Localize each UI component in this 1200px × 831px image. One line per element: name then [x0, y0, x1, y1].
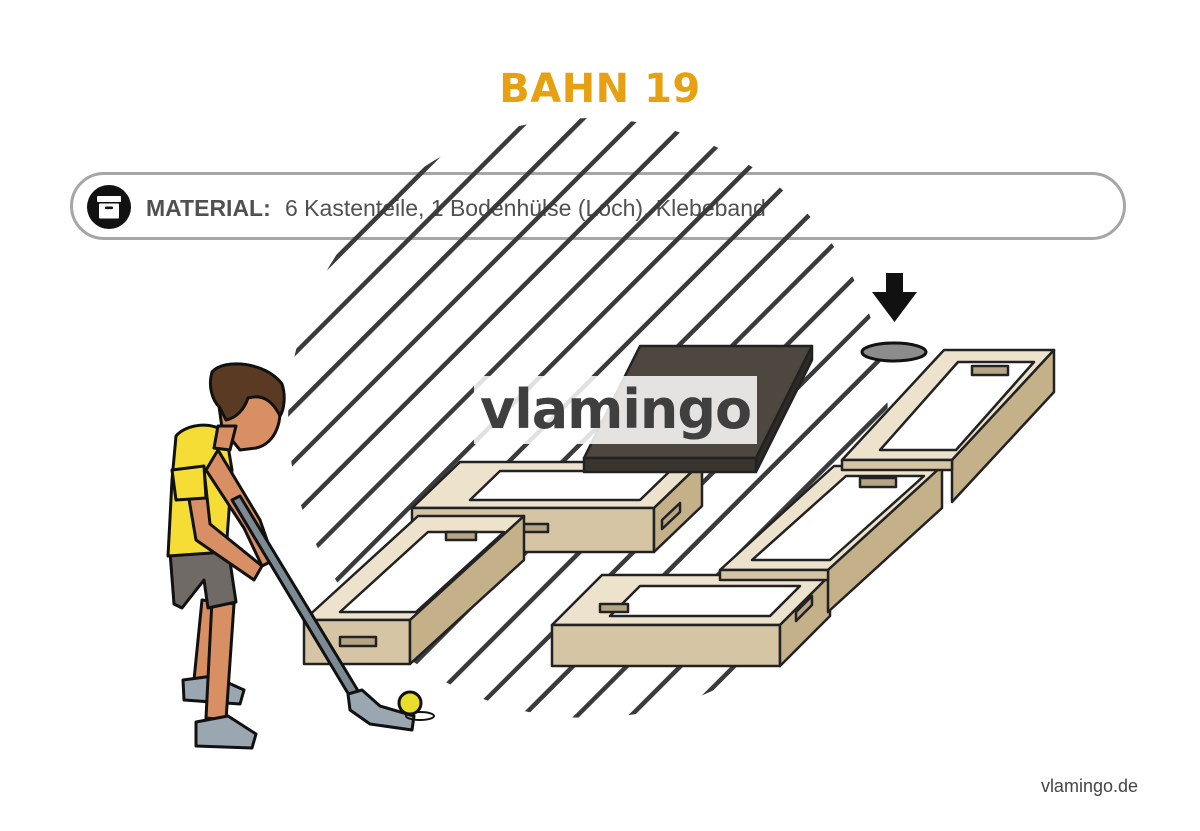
archive-box-icon — [87, 185, 131, 229]
page-title: BAHN 19 — [499, 66, 701, 112]
material-list: 6 Kastenteile, 1 Bodenhülse (Loch), Kleb… — [285, 195, 766, 221]
golfer-illustration — [166, 362, 435, 750]
hole-marker — [860, 273, 928, 363]
box-middle-right — [718, 464, 944, 614]
box-back-right — [840, 348, 1056, 504]
footer-link[interactable]: vlamingo.de — [1040, 776, 1138, 796]
material-bar: MATERIAL: 6 Kastenteile, 1 Bodenhülse (L… — [70, 172, 1126, 240]
box-front-right — [550, 573, 832, 668]
watermark-logo: vlamingo — [474, 376, 758, 444]
box-front-left — [302, 514, 526, 666]
material-label: MATERIAL: — [146, 195, 271, 221]
